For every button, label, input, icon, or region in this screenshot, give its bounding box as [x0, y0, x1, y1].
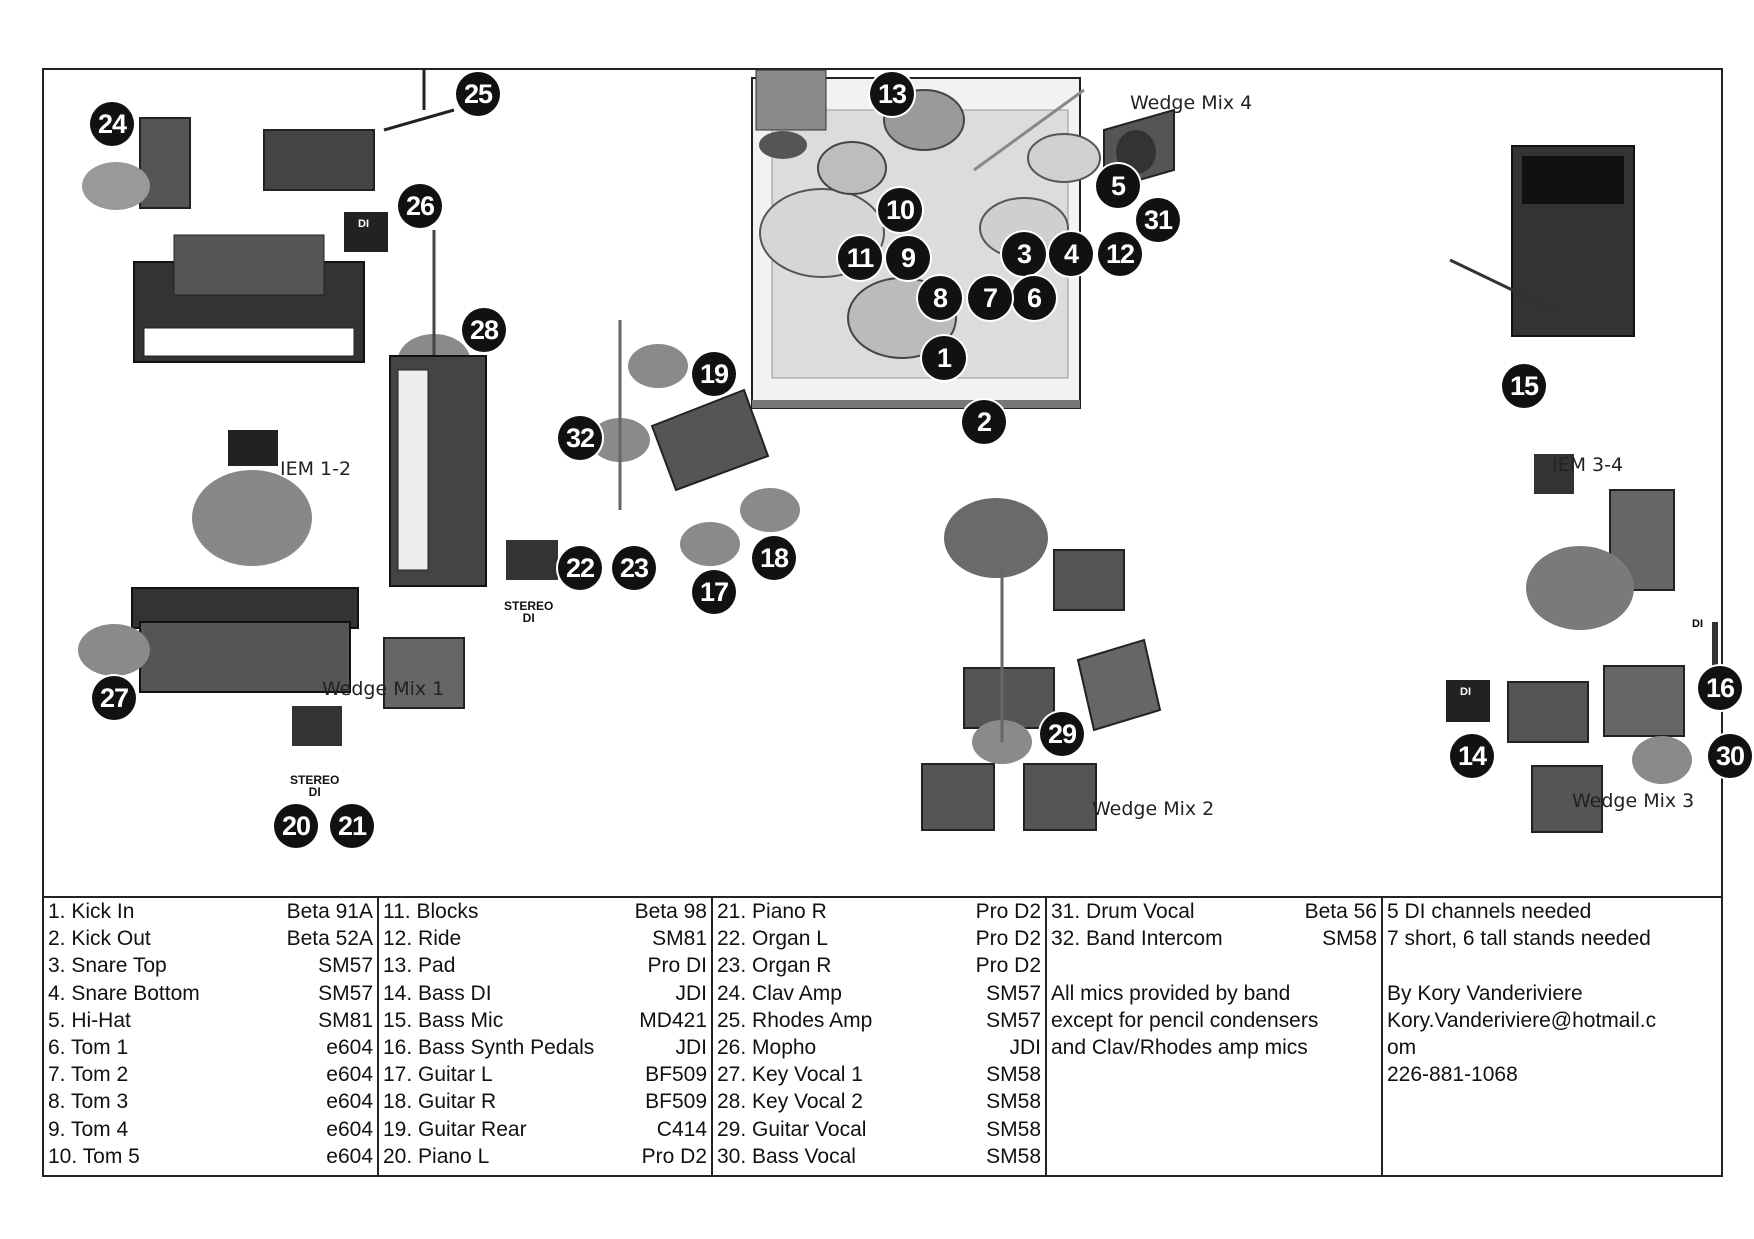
badge-8: 8	[918, 276, 962, 320]
badge-9: 9	[886, 236, 930, 280]
badge-2: 2	[962, 400, 1006, 444]
iem-3-4-label: IEM 3-4	[1552, 454, 1624, 476]
badge-27: 27	[92, 676, 136, 720]
badge-1: 1	[922, 336, 966, 380]
badge-12: 12	[1098, 232, 1142, 276]
badge-19: 19	[692, 352, 736, 396]
badge-22: 22	[558, 546, 602, 590]
badge-17: 17	[692, 570, 736, 614]
badge-4: 4	[1049, 232, 1093, 276]
iem-1-2-label: IEM 1-2	[280, 458, 352, 480]
di-box-label-bass: DI	[1460, 686, 1471, 698]
author-email-wrap: om	[1387, 1036, 1417, 1059]
badge-32: 32	[558, 416, 602, 460]
guitarist-area	[921, 498, 1162, 831]
badge-25: 25	[456, 72, 500, 116]
legend-column-5: 5 DI channels needed 7 short, 6 tall sta…	[1381, 898, 1721, 1177]
badge-13: 13	[870, 72, 914, 116]
badge-14: 14	[1450, 734, 1494, 778]
badge-23: 23	[612, 546, 656, 590]
di-box-label-synth: DI	[1692, 618, 1703, 630]
wedge-mix-4-label: Wedge Mix 4	[1130, 92, 1253, 114]
badge-3: 3	[1002, 232, 1046, 276]
badge-28: 28	[462, 308, 506, 352]
wedge-mix-2-label: Wedge Mix 2	[1092, 798, 1215, 820]
guitar-amp-area	[590, 320, 800, 566]
stage-plot-frame: 1 2 3 4 5 6 7 8 9 10 11 12 13 14 15 16 1…	[42, 68, 1752, 1177]
di-box-label-mopho: DI	[358, 218, 369, 230]
stage-illustration	[78, 69, 1718, 833]
wedge-mix-3-label: Wedge Mix 3	[1572, 790, 1695, 812]
author-email: Kory.Vanderiviere@hotmail.c	[1387, 1008, 1657, 1032]
badge-15: 15	[1502, 364, 1546, 408]
wedge-mix-1-label: Wedge Mix 1	[322, 678, 445, 700]
badge-29: 29	[1040, 712, 1084, 756]
badge-30: 30	[1708, 734, 1752, 778]
di-channels-note: 5 DI channels needed	[1387, 900, 1592, 923]
badge-16: 16	[1698, 666, 1742, 710]
badge-31: 31	[1136, 198, 1180, 242]
badge-6: 6	[1012, 276, 1056, 320]
organ-rig	[389, 230, 558, 587]
author-phone: 226-881-1068	[1387, 1063, 1518, 1087]
badge-7: 7	[968, 276, 1012, 320]
badge-10: 10	[878, 188, 922, 232]
badge-5: 5	[1096, 164, 1140, 208]
badge-18: 18	[752, 536, 796, 580]
badge-11: 11	[838, 236, 882, 280]
keyboard-rig	[78, 70, 465, 746]
badge-26: 26	[398, 184, 442, 228]
badge-20: 20	[274, 804, 318, 848]
stands-note: 7 short, 6 tall stands needed	[1387, 927, 1651, 951]
mics-note-line: All mics provided by band	[1051, 981, 1291, 1005]
badge-24: 24	[90, 102, 134, 146]
badge-21: 21	[330, 804, 374, 848]
mics-note-line: except for pencil condensers	[1051, 1008, 1319, 1032]
mics-note-line: and Clav/Rhodes amp mics	[1051, 1036, 1308, 1059]
bass-area	[1446, 145, 1718, 833]
stage-area: 1 2 3 4 5 6 7 8 9 10 11 12 13 14 15 16 1…	[44, 69, 1752, 896]
author-name: By Kory Vanderiviere	[1387, 981, 1583, 1005]
